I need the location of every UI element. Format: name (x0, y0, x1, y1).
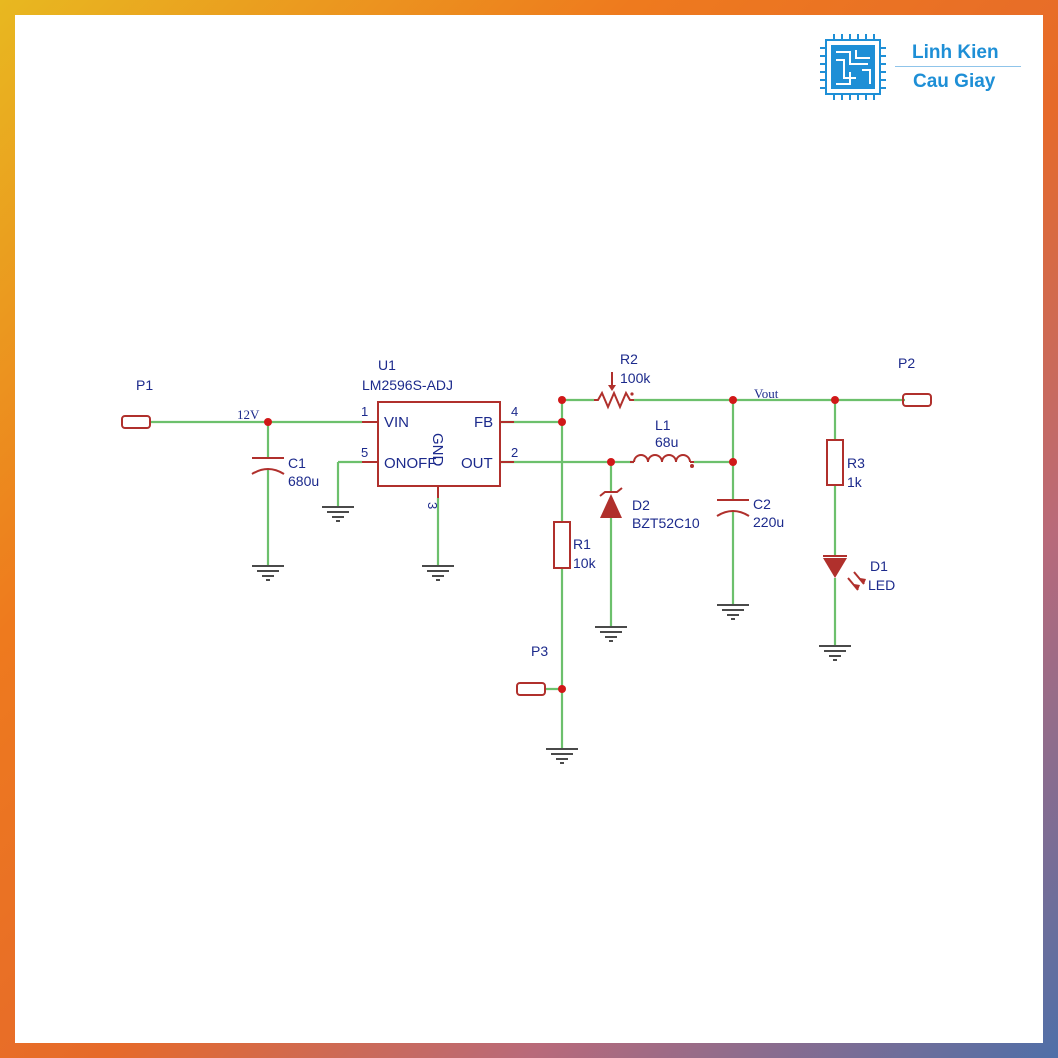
u1-pin-fb: FB (474, 414, 493, 431)
canvas-background (15, 15, 1043, 1043)
c1-value: 680u (288, 473, 319, 489)
r3-value: 1k (847, 474, 863, 490)
l1-inductor[interactable] (630, 454, 694, 463)
ground-icon (546, 748, 578, 764)
u1-value: LM2596S-ADJ (362, 377, 453, 393)
d1-value: LED (868, 577, 895, 593)
u1-ref: U1 (378, 357, 396, 373)
u1-pin1-number: 1 (361, 404, 368, 419)
d2-zener-diode[interactable] (600, 494, 622, 518)
wires (150, 398, 905, 748)
net-12v-label: 12V (237, 407, 260, 422)
c2-value: 220u (753, 514, 784, 530)
port-p1-connector[interactable] (121, 415, 151, 429)
r3-ref: R3 (847, 455, 865, 471)
c1-capacitor[interactable] (251, 457, 285, 475)
r3-resistor[interactable] (826, 439, 844, 486)
r1-value: 10k (573, 555, 597, 571)
logo (820, 34, 886, 100)
u1-pin5-number: 5 (361, 445, 368, 460)
u1-pin-onoff: ONOFF (384, 455, 437, 472)
logo-divider (895, 66, 1021, 67)
l1-ref: L1 (655, 417, 671, 433)
u1-pin3-number: 3 (425, 502, 440, 509)
r1-ref: R1 (573, 536, 591, 552)
port-p2-label: P2 (898, 355, 915, 371)
d2-value: BZT52C10 (632, 515, 700, 531)
port-p1-label: P1 (136, 377, 153, 393)
port-p3-connector[interactable] (516, 682, 546, 696)
c2-ref: C2 (753, 496, 771, 512)
r2-ref: R2 (620, 351, 638, 367)
u1-pin-out: OUT (461, 455, 493, 472)
circuit-chip-icon (820, 34, 886, 100)
d2-ref: D2 (632, 497, 650, 513)
r2-value: 100k (620, 370, 651, 386)
ground-icon (717, 604, 749, 620)
ground-symbols (252, 506, 851, 764)
u1-pin2-number: 2 (511, 445, 518, 460)
ground-icon (322, 506, 354, 522)
r1-resistor[interactable] (553, 521, 571, 569)
u1-pin-vin: VIN (384, 414, 409, 431)
junction-dots (264, 396, 839, 693)
u1-pin-gnd: GND (429, 433, 446, 467)
d1-ref: D1 (870, 558, 888, 574)
port-p2-connector[interactable] (902, 393, 932, 407)
logo-name-line1: Linh Kien (912, 42, 999, 63)
ground-icon (422, 565, 454, 581)
logo-name-line2: Cau Giay (913, 71, 996, 92)
ground-icon (252, 565, 284, 581)
c2-capacitor[interactable] (716, 499, 750, 517)
ground-icon (819, 645, 851, 661)
port-p3-label: P3 (531, 643, 548, 659)
u1-pin4-number: 4 (511, 404, 518, 419)
c1-ref: C1 (288, 455, 306, 471)
l1-value: 68u (655, 434, 678, 450)
ground-icon (595, 626, 627, 642)
d1-led[interactable] (823, 558, 847, 578)
net-vout-label: Vout (754, 386, 779, 401)
